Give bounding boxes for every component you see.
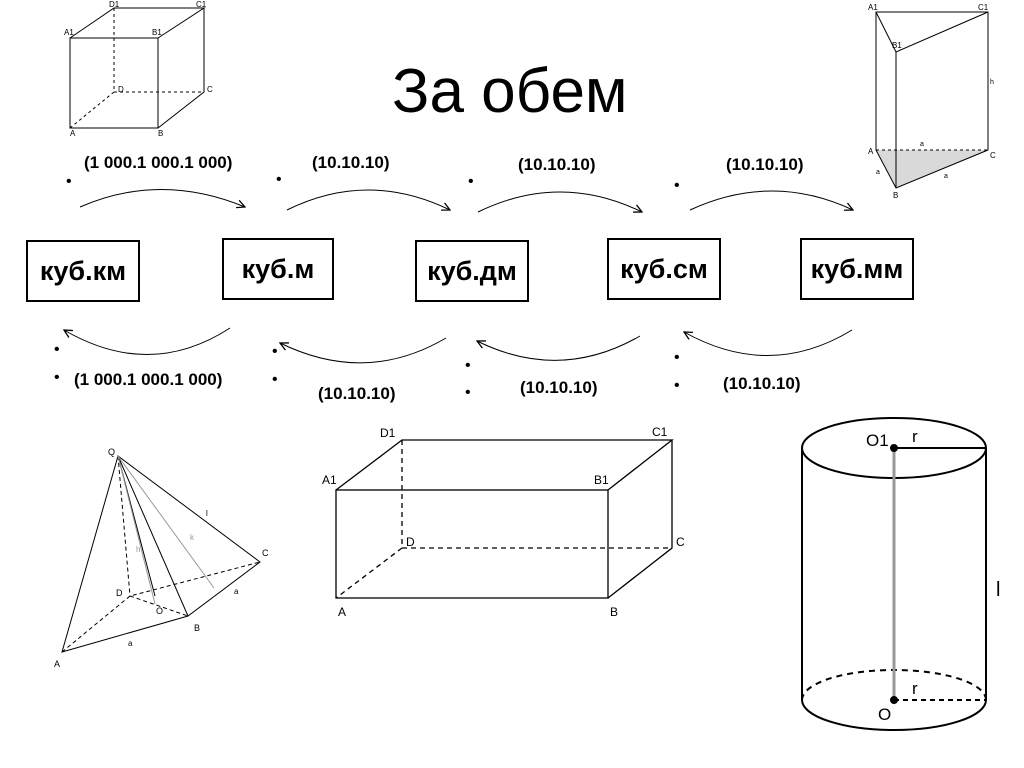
bullet-dot: • (54, 341, 60, 358)
backward-arrow (684, 329, 853, 356)
radius-label: r (912, 427, 918, 446)
backward-label: (10.10.10) (318, 384, 396, 403)
backward-arrow (64, 327, 231, 355)
edge-label: h (136, 545, 140, 554)
vertex-label: O (156, 606, 163, 616)
vertex-label: C1 (196, 0, 207, 9)
unit-label: куб.км (39, 255, 127, 286)
bullet-dot: • (674, 377, 680, 394)
bullet-dot: • (276, 171, 282, 188)
bullet-dot: • (66, 173, 72, 190)
vertex-label: B (194, 623, 200, 633)
edge-label: h (990, 79, 994, 86)
backward-label: (10.10.10) (520, 378, 598, 397)
backward-label: (10.10.10) (723, 374, 801, 393)
vertex-label: C (207, 85, 213, 94)
vertex-label: C1 (652, 425, 668, 439)
vertex-label: B1 (594, 473, 609, 487)
vertex-label: A1 (868, 3, 878, 12)
backward-arrow (280, 337, 447, 364)
bullet-dot: • (465, 357, 471, 374)
vertex-label: D (118, 85, 124, 94)
vertex-label: D1 (380, 426, 396, 440)
radius-label: r (912, 679, 918, 698)
vertex-label: D (406, 535, 415, 549)
prism-figure: A1 B1 C1 A B C a a a h (868, 3, 996, 200)
bullet-dot: • (674, 177, 680, 194)
forward-arrow (286, 189, 450, 210)
vertex-label: B (893, 191, 898, 200)
bullet-dot: • (54, 369, 60, 386)
vertex-label: A (54, 659, 60, 669)
unit-box-cubic-cm: куб.см (607, 238, 721, 300)
height-label: l (996, 579, 1000, 601)
center-label: O (878, 705, 891, 724)
unit-label: куб.мм (810, 253, 904, 284)
backward-arrow (477, 335, 641, 361)
vertex-label: A (338, 605, 346, 619)
vertex-label: Q (108, 447, 115, 457)
vertex-label: A1 (322, 473, 337, 487)
unit-label: куб.м (241, 253, 315, 284)
edge-label: k (190, 533, 195, 542)
forward-arrow (477, 191, 642, 212)
bullet-dot: • (674, 349, 680, 366)
unit-box-cubic-mm: куб.мм (800, 238, 914, 300)
vertex-label: A (868, 147, 874, 156)
forward-label: (10.10.10) (726, 155, 804, 174)
vertex-label: C1 (978, 3, 989, 12)
vertex-label: A1 (64, 28, 74, 37)
edge-label: a (128, 639, 133, 648)
parallelepiped-figure: A1 D1 C1 B1 D C A B (322, 425, 685, 619)
vertex-label: B1 (892, 41, 902, 50)
backward-label: (1 000.1 000.1 000) (74, 370, 223, 389)
slide-title: За обем (392, 57, 628, 126)
unit-box-cubic-km: куб.км (26, 240, 140, 302)
edge-label: a (944, 173, 948, 180)
forward-label: (10.10.10) (312, 153, 390, 172)
center-label: O1 (866, 431, 889, 450)
unit-label: куб.см (620, 253, 708, 284)
forward-label: (10.10.10) (518, 155, 596, 174)
edge-label: l (206, 509, 208, 518)
vertex-label: C (262, 548, 269, 558)
bullet-dot: • (468, 173, 474, 190)
forward-arrow (79, 189, 245, 208)
vertex-label: B (610, 605, 618, 619)
vertex-label: C (990, 151, 996, 160)
bullet-dot: • (272, 343, 278, 360)
forward-arrow (689, 190, 853, 210)
vertex-label: B (158, 129, 163, 138)
pyramid-figure: Q A B C D O h k l a a (54, 447, 269, 669)
vertex-label: D (116, 588, 123, 598)
edge-label: a (234, 587, 239, 596)
vertex-label: D1 (109, 0, 120, 9)
cylinder-figure: O1 O r r l (801, 417, 1000, 731)
unit-label: куб.дм (427, 255, 517, 286)
unit-box-cubic-m: куб.м (222, 238, 334, 300)
edge-label: a (920, 141, 924, 148)
vertex-label: C (676, 535, 685, 549)
vertex-label: B1 (152, 28, 162, 37)
vertex-label: A (70, 129, 76, 138)
edge-label: a (876, 169, 880, 176)
cube-figure: A1 B1 C1 D1 A B C D (64, 0, 213, 138)
unit-box-cubic-dm: куб.дм (415, 240, 529, 302)
forward-label: (1 000.1 000.1 000) (84, 153, 233, 172)
bullet-dot: • (465, 384, 471, 401)
bullet-dot: • (272, 371, 278, 388)
